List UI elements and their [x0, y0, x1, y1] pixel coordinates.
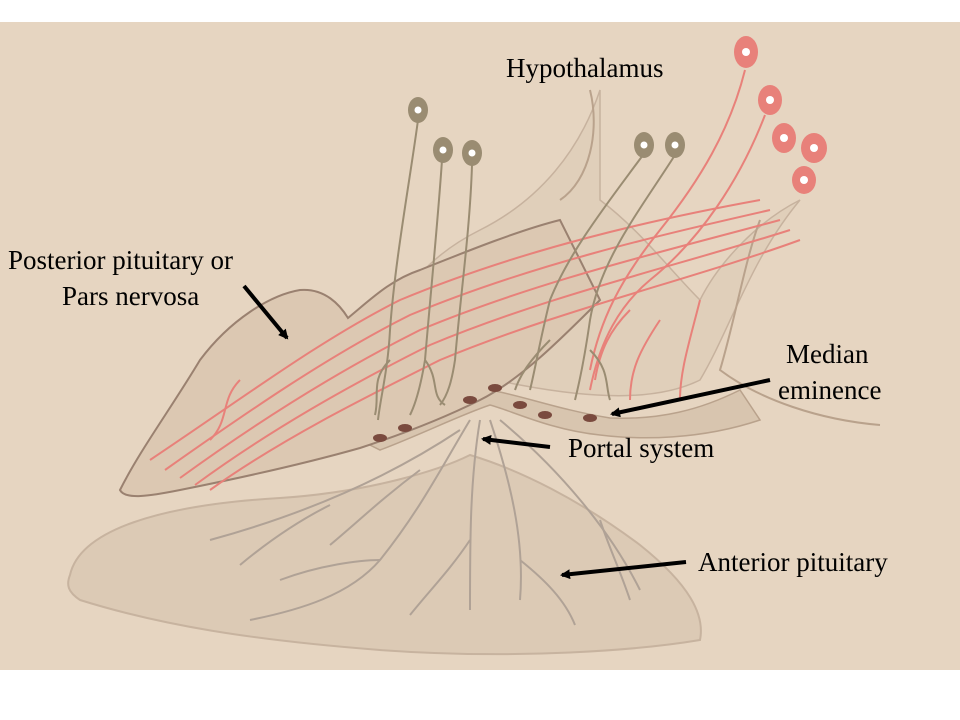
portal-capillary-dots	[373, 384, 597, 442]
hypothalamus-label: Hypothalamus	[506, 53, 664, 83]
portal-system-label: Portal system	[568, 433, 715, 463]
portal-system-arrow	[481, 434, 551, 449]
median-eminence-label-line1: Median	[786, 339, 869, 369]
tuberoinfundibular-somata	[408, 97, 685, 166]
posterior-pituitary-arrow	[242, 284, 289, 340]
hypothalamus-right-wall	[718, 219, 881, 426]
neurosecretory-axons	[149, 69, 801, 491]
anterior-pituitary-label: Anterior pituitary	[698, 547, 888, 577]
posterior-pituitary-label-line2: Pars nervosa	[62, 281, 200, 311]
posterior-pituitary-label-line1: Posterior pituitary or	[8, 245, 233, 275]
anterior-pituitary-arrow	[560, 560, 687, 580]
tuberoinfundibular-axons	[374, 119, 676, 421]
median-eminence-arrow	[610, 378, 771, 418]
median-eminence-label-line2: eminence	[778, 375, 882, 405]
red-neuron-somata	[734, 36, 827, 194]
